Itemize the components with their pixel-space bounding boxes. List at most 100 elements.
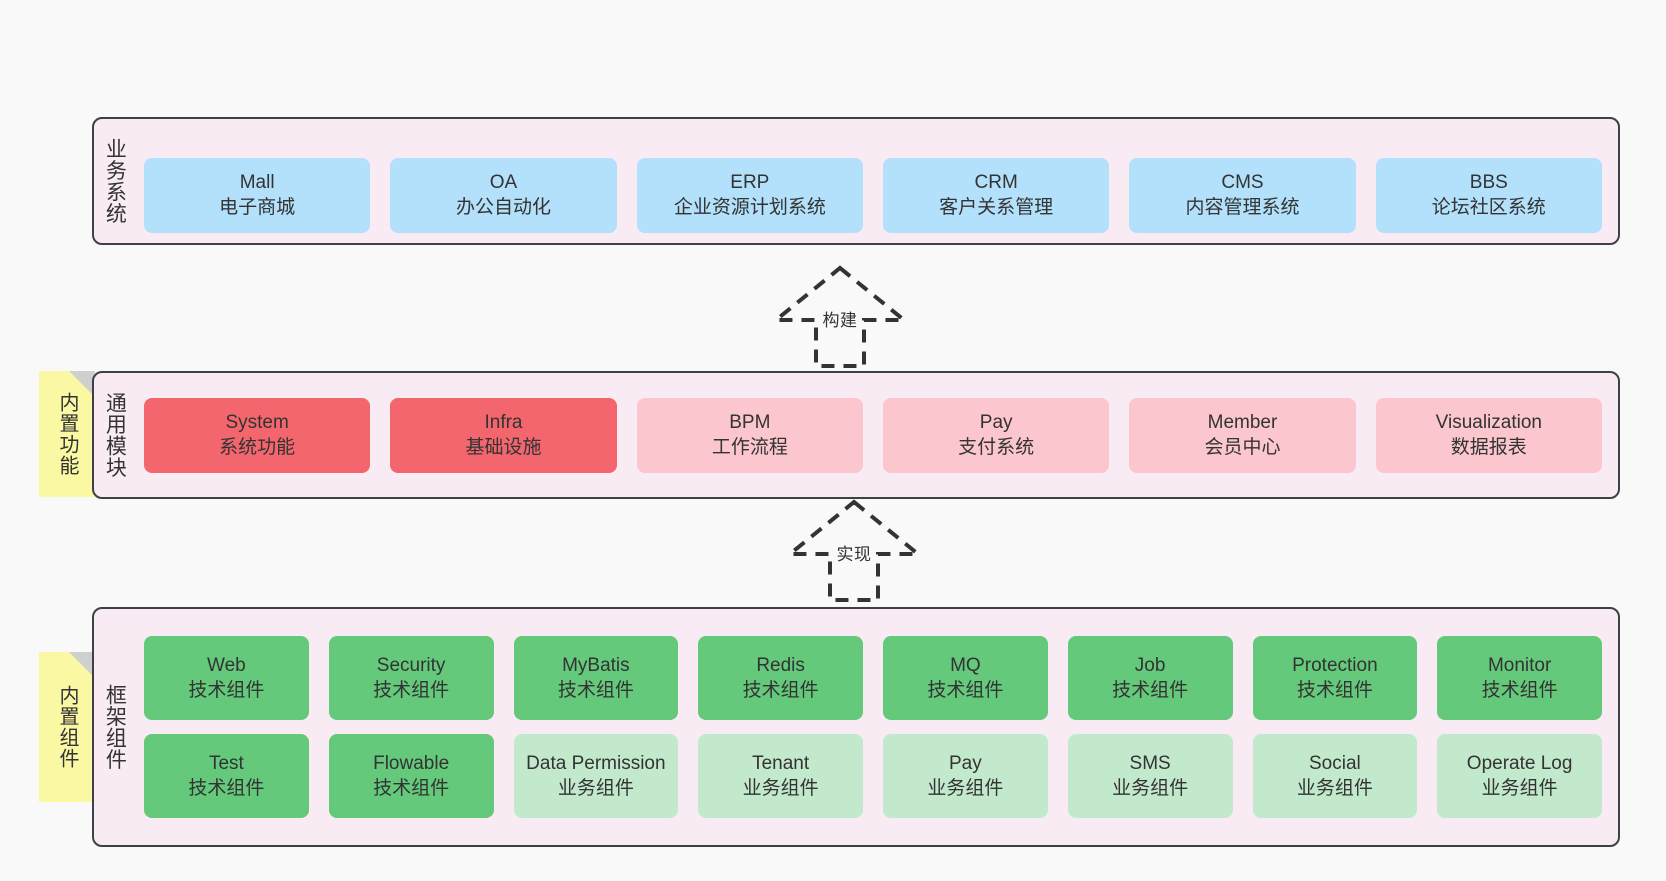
card-title: CRM xyxy=(974,171,1018,193)
card-title: Protection xyxy=(1292,654,1378,676)
card-title: Operate Log xyxy=(1466,752,1573,774)
card-operate-log[interactable]: Operate Log 业务组件 xyxy=(1437,734,1602,818)
card-subtitle: 业务组件 xyxy=(742,778,819,799)
card-bpm[interactable]: BPM 工作流程 xyxy=(636,397,863,473)
layer-title-business: 业务系统 xyxy=(103,138,127,224)
card-subtitle: 业务组件 xyxy=(1296,778,1373,799)
generalization-arrow-icon xyxy=(784,499,924,602)
card-row: Web 技术组件 Security 技术组件 MyBatis 技术组件 Redi… xyxy=(144,636,1602,720)
card-title: Social xyxy=(1309,752,1361,774)
card-title: SMS xyxy=(1129,752,1171,774)
sticky-note-label: 内置组件 xyxy=(56,685,78,769)
card-subtitle: 企业资源计划系统 xyxy=(673,197,826,218)
card-oa[interactable]: OA 办公自动化 xyxy=(390,157,617,233)
arrow-label-build: 构建 xyxy=(822,311,858,330)
card-tenant[interactable]: Tenant 业务组件 xyxy=(698,734,863,818)
card-subtitle: 技术组件 xyxy=(1481,680,1558,701)
sticky-note-builtin-function: 内置功能 xyxy=(39,371,95,497)
layer-title-framework: 框架组件 xyxy=(103,684,127,770)
card-title: Job xyxy=(1134,654,1166,676)
card-pay[interactable]: Pay 支付系统 xyxy=(882,397,1110,473)
card-title: Visualization xyxy=(1435,411,1542,433)
arrow-implement: 实现 xyxy=(774,496,934,606)
card-title: BBS xyxy=(1469,171,1508,193)
card-subtitle: 客户关系管理 xyxy=(939,197,1054,218)
card-title: Web xyxy=(207,654,246,676)
card-title: Security xyxy=(376,654,446,676)
card-subtitle: 技术组件 xyxy=(1112,680,1189,701)
card-sms[interactable]: SMS 业务组件 xyxy=(1067,734,1233,818)
card-title: Tenant xyxy=(752,752,810,774)
card-title: Redis xyxy=(756,654,805,676)
page-fold-icon xyxy=(69,371,95,397)
sticky-note-label: 内置功能 xyxy=(56,392,78,476)
card-mall[interactable]: Mall 电子商城 xyxy=(144,157,371,233)
card-subtitle: 技术组件 xyxy=(927,680,1004,701)
card-subtitle: 支付系统 xyxy=(958,437,1035,458)
card-crm[interactable]: CRM 客户关系管理 xyxy=(882,157,1110,233)
card-subtitle: 技术组件 xyxy=(373,680,450,701)
card-title: Flowable xyxy=(373,752,450,774)
card-subtitle: 技术组件 xyxy=(742,680,819,701)
generalization-arrow-icon xyxy=(770,265,910,368)
card-title: Infra xyxy=(484,411,523,433)
card-member[interactable]: Member 会员中心 xyxy=(1129,397,1356,473)
card-subtitle: 系统功能 xyxy=(219,437,296,458)
arrow-build: 构建 xyxy=(760,262,920,372)
layer-body-business: Mall 电子商城 OA 办公自动化 ERP 企业资源计划系统 CRM 客户关系… xyxy=(134,119,1618,271)
card-title: Test xyxy=(208,752,244,774)
card-infra[interactable]: Infra 基础设施 xyxy=(390,397,617,473)
card-visualization[interactable]: Visualization 数据报表 xyxy=(1375,397,1602,473)
card-row: System 系统功能 Infra 基础设施 BPM 工作流程 Pay 支付系统… xyxy=(144,397,1602,473)
card-row: Test 技术组件 Flowable 技术组件 Data Permission … xyxy=(144,734,1602,818)
card-title: OA xyxy=(489,171,518,193)
card-test[interactable]: Test 技术组件 xyxy=(144,734,309,818)
card-bbs[interactable]: BBS 论坛社区系统 xyxy=(1375,157,1602,233)
card-title: BPM xyxy=(729,411,771,433)
card-mybatis[interactable]: MyBatis 技术组件 xyxy=(513,636,679,720)
card-subtitle: 技术组件 xyxy=(1296,680,1373,701)
layer-business-system: 业务系统 Mall 电子商城 OA 办公自动化 ERP 企业资源计划系统 CRM… xyxy=(92,117,1620,245)
card-title: Pay xyxy=(979,411,1013,433)
card-title: Mall xyxy=(239,171,275,193)
card-title: System xyxy=(225,411,289,433)
card-security[interactable]: Security 技术组件 xyxy=(328,636,494,720)
card-title: Monitor xyxy=(1487,654,1552,676)
card-mq[interactable]: MQ 技术组件 xyxy=(883,636,1048,720)
card-social[interactable]: Social 业务组件 xyxy=(1252,734,1418,818)
card-subtitle: 技术组件 xyxy=(557,680,634,701)
card-row: Mall 电子商城 OA 办公自动化 ERP 企业资源计划系统 CRM 客户关系… xyxy=(144,157,1602,233)
card-title: ERP xyxy=(730,171,770,193)
card-data-permission[interactable]: Data Permission 业务组件 xyxy=(513,734,679,818)
layer-body-framework: Web 技术组件 Security 技术组件 MyBatis 技术组件 Redi… xyxy=(134,609,1618,845)
card-title: MQ xyxy=(950,654,981,676)
card-cms[interactable]: CMS 内容管理系统 xyxy=(1129,157,1356,233)
card-web[interactable]: Web 技术组件 xyxy=(144,636,309,720)
card-subtitle: 业务组件 xyxy=(927,778,1004,799)
card-erp[interactable]: ERP 企业资源计划系统 xyxy=(636,157,863,233)
card-subtitle: 会员中心 xyxy=(1204,437,1281,458)
card-system[interactable]: System 系统功能 xyxy=(144,397,371,473)
arrow-label-implement: 实现 xyxy=(836,545,872,564)
card-subtitle: 论坛社区系统 xyxy=(1431,197,1546,218)
card-subtitle: 办公自动化 xyxy=(455,197,551,218)
card-subtitle: 业务组件 xyxy=(1481,778,1558,799)
card-subtitle: 工作流程 xyxy=(711,437,788,458)
card-title: Pay xyxy=(949,752,982,774)
layer-body-common: System 系统功能 Infra 基础设施 BPM 工作流程 Pay 支付系统… xyxy=(134,373,1618,497)
card-pay-business[interactable]: Pay 业务组件 xyxy=(883,734,1048,818)
card-redis[interactable]: Redis 技术组件 xyxy=(698,636,863,720)
card-title: MyBatis xyxy=(562,654,630,676)
card-subtitle: 技术组件 xyxy=(188,778,265,799)
layer-framework-component: 框架组件 Web 技术组件 Security 技术组件 MyBatis 技术组件… xyxy=(92,607,1620,847)
card-subtitle: 业务组件 xyxy=(1112,778,1189,799)
card-protection[interactable]: Protection 技术组件 xyxy=(1252,636,1418,720)
sticky-note-builtin-component: 内置组件 xyxy=(39,652,95,802)
card-subtitle: 内容管理系统 xyxy=(1185,197,1300,218)
card-job[interactable]: Job 技术组件 xyxy=(1067,636,1233,720)
card-monitor[interactable]: Monitor 技术组件 xyxy=(1437,636,1602,720)
card-subtitle: 技术组件 xyxy=(373,778,450,799)
page-fold-icon xyxy=(69,652,95,678)
card-subtitle: 数据报表 xyxy=(1450,437,1527,458)
card-flowable[interactable]: Flowable 技术组件 xyxy=(328,734,494,818)
